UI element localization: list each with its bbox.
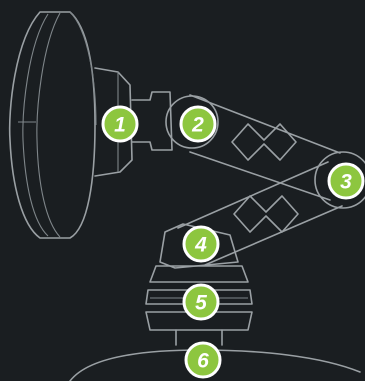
callout-number: 4 xyxy=(194,234,207,257)
callout-badge-5: 5 xyxy=(184,285,218,319)
callout-number: 1 xyxy=(114,114,126,137)
callout-badge-3: 3 xyxy=(329,164,363,198)
callout-badge-6: 6 xyxy=(186,343,220,377)
infinity-logo-upper-icon xyxy=(232,124,296,160)
callout-number: 2 xyxy=(191,114,204,137)
callout-badge-1: 1 xyxy=(103,107,137,141)
callout-number: 3 xyxy=(340,171,352,194)
callout-number: 6 xyxy=(197,350,209,373)
callout-badge-2: 2 xyxy=(181,107,215,141)
callout-badge-4: 4 xyxy=(184,227,218,261)
mirror-head-icon xyxy=(10,12,96,238)
infinity-logo-lower-icon xyxy=(234,196,298,232)
callout-number: 5 xyxy=(195,292,207,315)
